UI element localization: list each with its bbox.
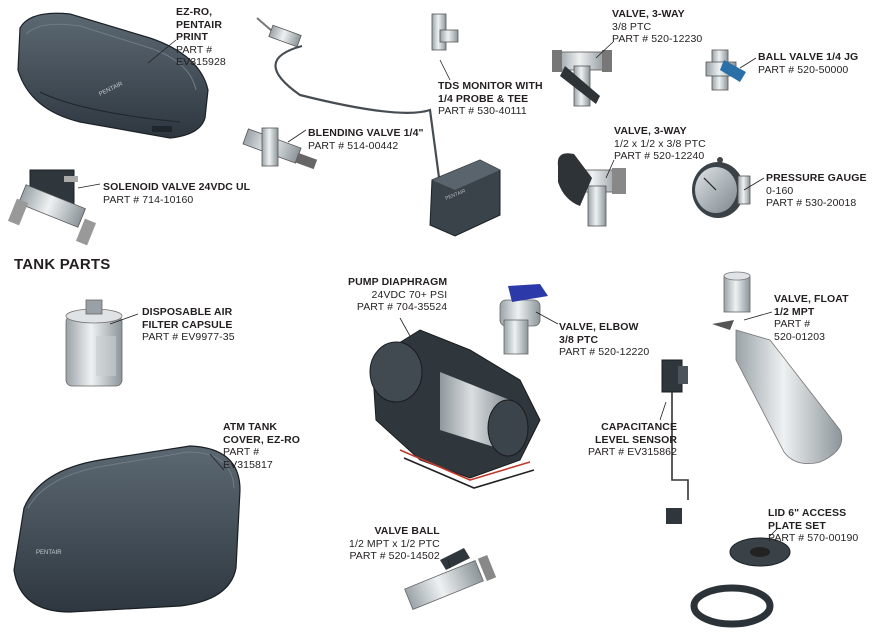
tds-monitor-image: PENTAIR (256, 13, 501, 237)
label-valve-elbow: VALVE, ELBOW 3/8 PTC PART # 520-12220 (559, 321, 650, 358)
label-blending-valve: BLENDING VALVE 1/4" PART # 514-00442 (308, 127, 424, 152)
solenoid-valve-image (7, 169, 97, 246)
valve-elbow-image (499, 284, 548, 355)
atm-tank-cover-image: PENTAIR (13, 445, 241, 613)
label-level-sensor: CAPACITANCE LEVEL SENSOR PART # EV315862 (588, 421, 678, 458)
pressure-gauge-image (692, 157, 751, 218)
air-filter-image (65, 299, 123, 387)
section-title-tank-parts: TANK PARTS (14, 256, 111, 273)
blending-valve-image (242, 127, 318, 170)
valve-3way-a-image (552, 50, 612, 107)
access-plate-image (690, 537, 791, 628)
level-sensor-image (661, 359, 689, 524)
label-ball-valve: BALL VALVE 1/4 JG PART # 520-50000 (758, 51, 859, 76)
label-valve-3way-b: VALVE, 3-WAY 1/2 x 1/2 x 3/8 PTC PART # … (614, 125, 706, 162)
pump-image (369, 329, 541, 489)
ezro-cover-image: PENTAIR (17, 12, 209, 139)
svg-text:PENTAIR: PENTAIR (36, 550, 62, 556)
label-valve-float: VALVE, FLOAT 1/2 MPT PART # 520-01203 (774, 293, 849, 343)
label-valve-3way-a: VALVE, 3-WAY 3/8 PTC PART # 520-12230 (612, 8, 703, 45)
label-solenoid-valve: SOLENOID VALVE 24VDC UL PART # 714-10160 (103, 181, 251, 206)
valve-ball-image (404, 548, 497, 610)
valve-float-image (712, 271, 843, 465)
valve-3way-b-image (557, 153, 626, 227)
label-access-plate: LID 6" ACCESS PLATE SET PART # 570-00190 (768, 507, 859, 544)
label-valve-ball: VALVE BALL 1/2 MPT x 1/2 PTC PART # 520-… (349, 525, 440, 562)
label-pump-diaphragm: PUMP DIAPHRAGM 24VDC 70+ PSI PART # 704-… (348, 276, 448, 313)
label-tds-monitor: TDS MONITOR WITH 1/4 PROBE & TEE PART # … (438, 80, 543, 117)
label-atm-tank-cover: ATM TANK COVER, EZ-RO PART # EV315817 (223, 421, 301, 471)
label-pressure-gauge: PRESSURE GAUGE 0-160 PART # 530-20018 (766, 172, 867, 209)
label-ezro-cover: EZ-RO, PENTAIR PRINT PART # EV315928 (176, 6, 226, 68)
ball-valve-image (705, 49, 746, 91)
label-air-filter: DISPOSABLE AIR FILTER CAPSULE PART # EV9… (142, 306, 235, 343)
